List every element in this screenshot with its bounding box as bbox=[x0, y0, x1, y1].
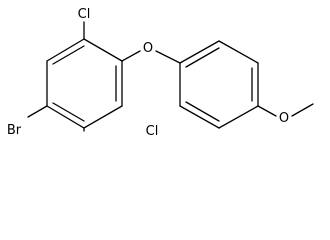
structure-diagram: Cl Cl Br O O bbox=[7, 7, 314, 139]
o-bridge-label: O bbox=[143, 41, 153, 56]
bond-to-o-methoxy bbox=[257, 105, 277, 117]
bond bbox=[179, 40, 220, 64]
bond-methyl bbox=[291, 103, 314, 117]
bond bbox=[83, 105, 123, 129]
bond bbox=[46, 105, 85, 129]
cl-top-label: Cl bbox=[78, 7, 91, 22]
double-bond bbox=[52, 45, 85, 65]
ring-b bbox=[179, 40, 259, 129]
bond-o-to-ring-b bbox=[155, 50, 181, 64]
bond bbox=[218, 40, 259, 64]
bond-to-br bbox=[27, 105, 48, 118]
bond bbox=[179, 105, 220, 129]
ring-a bbox=[46, 38, 123, 129]
double-bond bbox=[52, 102, 85, 122]
molecule-svg: Cl Cl Br O O bbox=[7, 7, 314, 139]
double-bond bbox=[185, 101, 220, 122]
bond-to-o-bridge bbox=[121, 50, 141, 62]
br-label: Br bbox=[7, 123, 22, 138]
cl-bottom-label: Cl bbox=[146, 124, 159, 138]
double-bond bbox=[185, 47, 220, 68]
bond bbox=[46, 38, 85, 62]
bond bbox=[83, 38, 123, 62]
bond bbox=[218, 105, 259, 129]
o-methoxy-label: O bbox=[279, 111, 289, 126]
